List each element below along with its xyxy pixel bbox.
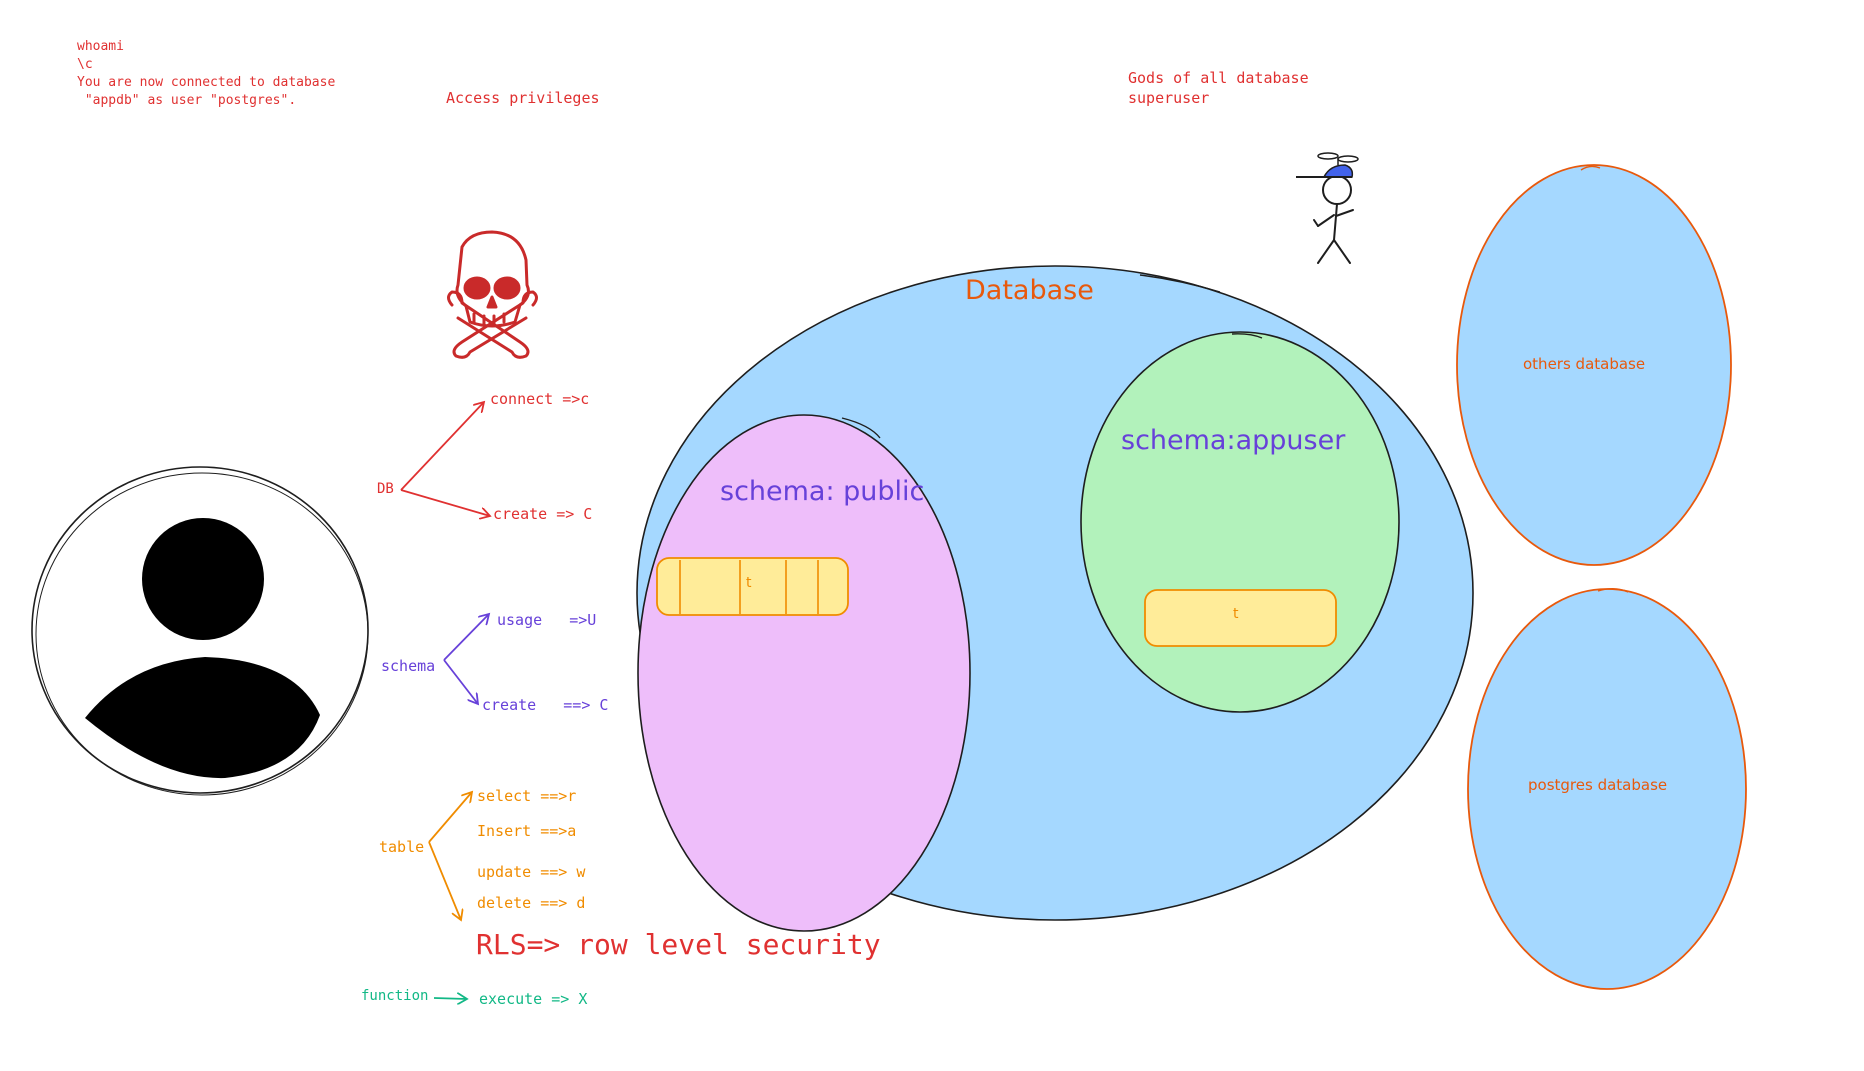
rls-note: RLS=> row level security — [476, 928, 881, 961]
table-insert-privilege: Insert ==>a — [477, 822, 577, 840]
table-arrows — [428, 792, 472, 920]
table-appuser-label: t — [1233, 606, 1239, 622]
skull-crossbones-icon — [447, 230, 538, 359]
terminal-line-connect-cmd: \c — [77, 57, 93, 72]
table-label: table — [379, 838, 425, 856]
postgres-database-label: postgres database — [1528, 776, 1668, 794]
function-label: function — [361, 988, 429, 1004]
db-connect-privilege: connect =>c — [490, 390, 590, 408]
table-appuser-shape — [1144, 589, 1337, 647]
schema-appuser-label: schema:appuser — [1121, 425, 1346, 456]
db-arrows — [400, 402, 490, 516]
schema-appuser-container — [1080, 331, 1400, 713]
propeller-cap-icon — [1296, 152, 1359, 178]
schema-public-label: schema: public — [720, 476, 925, 507]
table-public-shape — [656, 557, 849, 616]
superuser-note: Gods of all database superuser — [1128, 68, 1309, 108]
function-arrow — [433, 998, 467, 999]
schema-usage-privilege: usage =>U — [497, 611, 597, 629]
db-create-privilege: create => C — [493, 505, 593, 523]
user-avatar-icon — [31, 466, 369, 796]
db-label: DB — [377, 481, 394, 497]
terminal-line-whoami: whoami — [77, 39, 124, 54]
postgres-database-container — [1467, 588, 1747, 990]
access-privileges-heading: Access privileges — [446, 89, 600, 107]
table-delete-privilege: delete ==> d — [477, 894, 586, 912]
table-select-privilege: select ==>r — [477, 787, 577, 805]
database-title: Database — [965, 275, 1094, 306]
terminal-line-db-user: "appdb" as user "postgres". — [77, 93, 297, 108]
terminal-line-connected: You are now connected to database — [77, 75, 336, 90]
others-database-container — [1456, 164, 1732, 566]
schema-label: schema — [381, 657, 436, 675]
superuser-note-line1: Gods of all database — [1128, 69, 1309, 87]
schema-public-container — [637, 414, 971, 932]
table-public-label: t — [746, 575, 752, 591]
schema-create-privilege: create ==> C — [482, 696, 609, 714]
superuser-note-line2: superuser — [1128, 89, 1210, 107]
terminal-output: whoami \c You are now connected to datab… — [77, 38, 335, 110]
others-database-label: others database — [1523, 355, 1646, 373]
function-execute-privilege: execute => X — [479, 990, 588, 1008]
stick-figure-superuser-icon — [1313, 175, 1354, 264]
table-update-privilege: update ==> w — [477, 863, 586, 881]
schema-arrows — [443, 614, 489, 704]
